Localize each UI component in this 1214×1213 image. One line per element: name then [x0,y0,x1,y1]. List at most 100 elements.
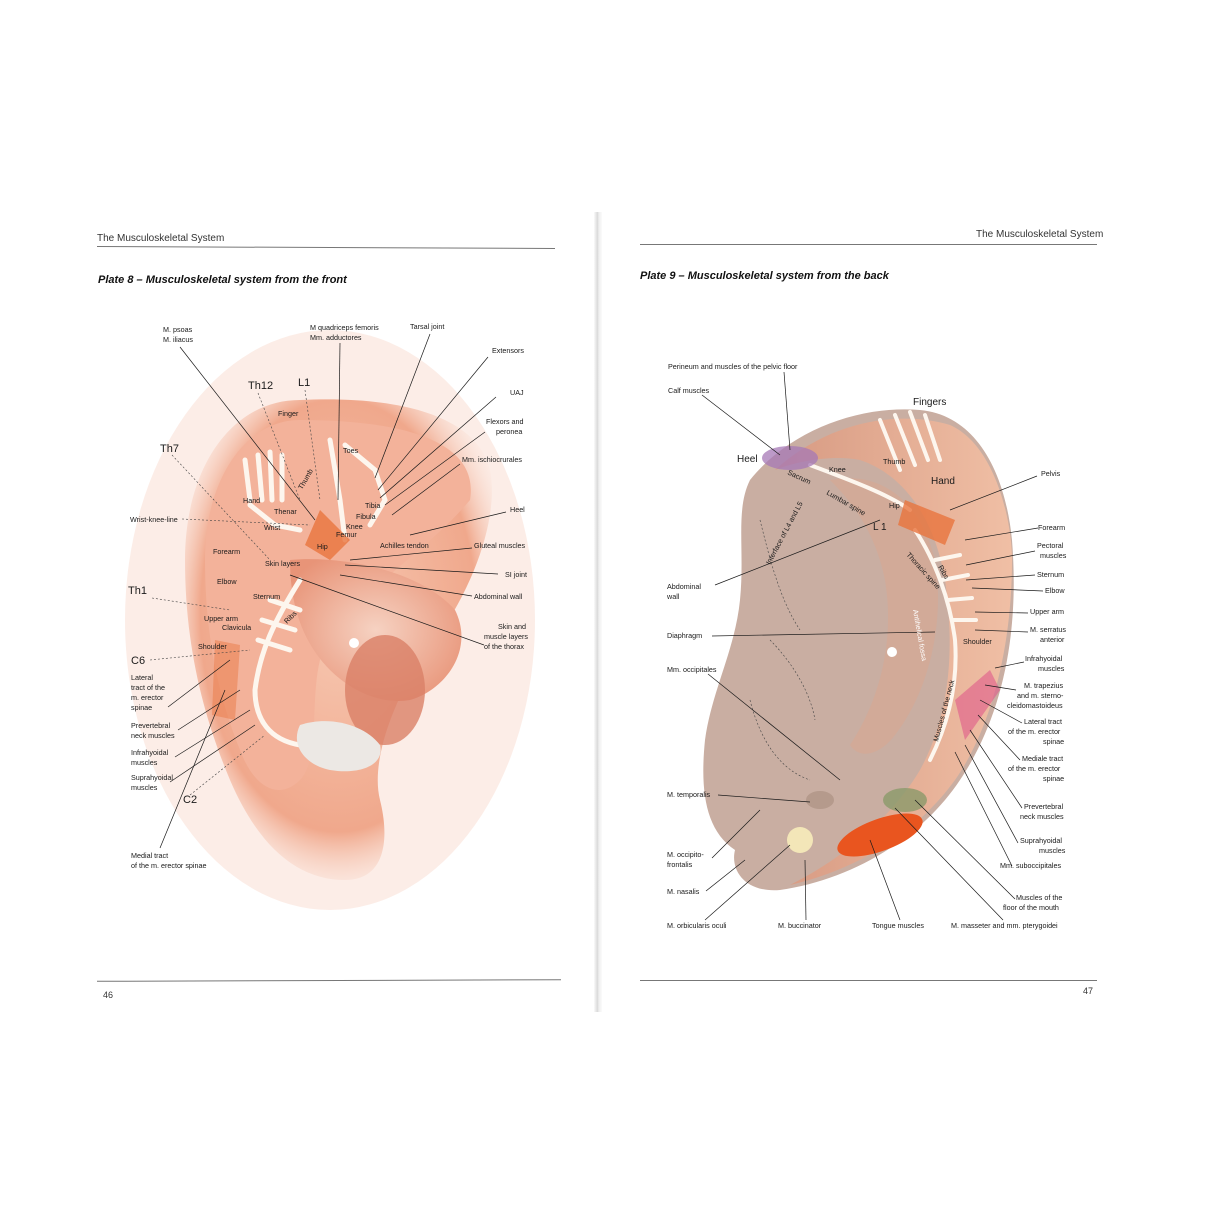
label-suprahyoidal-back-1: Suprahyoidal [1020,836,1062,845]
right-header-rule [640,244,1097,245]
buccinator-area [787,827,813,853]
label-extensors: Extensors [492,346,524,355]
label-knee-back: Knee [829,465,846,474]
label-lateral-tract-4: spinae [131,703,152,712]
label-c6: C6 [131,655,145,667]
label-skin-muscle-2: muscle layers [484,632,528,641]
label-upper-arm: Upper arm [204,614,238,623]
label-psoas: M. psoas [163,325,193,334]
label-mediale-1: Mediale tract [1022,754,1063,763]
label-lateral-back-3: spinae [1043,737,1064,746]
label-iliacus: M. iliacus [163,335,193,344]
label-hip: Hip [317,542,328,551]
label-elbow: Elbow [217,577,237,586]
label-heel: Heel [510,505,525,514]
label-masseter: M. masseter and mm. pterygoidei [951,921,1058,930]
label-pectoral-1: Pectoral [1037,541,1064,550]
label-toes: Toes [343,446,359,455]
label-c2: C2 [183,794,197,806]
label-upper-arm-back: Upper arm [1030,607,1064,616]
earlobe-skeleton-head [296,721,381,772]
label-trapezius-2: and m. sterno- [1017,691,1064,700]
label-adductores: Mm. adductores [310,333,362,342]
left-page-number: 46 [103,990,114,1000]
label-uaj: UAJ [510,388,524,397]
label-prevertebral-back-1: Prevertebral [1024,802,1064,811]
label-occipito-1: M. occipito- [667,850,704,859]
masseter-area [837,813,923,857]
label-ischiocrurales: Mm. ischiocrurales [462,455,522,464]
label-buccinator: M. buccinator [778,921,822,930]
right-running-head: The Musculoskeletal System [976,229,1104,240]
label-prevertebral-2: neck muscles [131,731,175,740]
label-suprahyoidal-back-2: muscles [1039,846,1066,855]
label-serratus-1: M. serratus [1030,625,1066,634]
label-infrahyoidal-back-2: muscles [1038,664,1065,673]
label-floor-mouth-2: floor of the mouth [1003,903,1059,912]
back-helix-rim [775,418,1012,885]
label-fibula: Fibula [356,512,376,521]
label-orbicularis: M. orbicularis oculi [667,921,727,930]
label-suprahyoidal-1: Suprahyoidal [131,773,173,782]
label-infrahyoidal-back-1: Infrahyoidal [1025,654,1063,663]
reference-point [349,638,359,648]
label-quadriceps: M quadriceps femoris [310,323,379,332]
label-lateral-tract-2: tract of the [131,683,165,692]
label-elbow-back: Elbow [1045,586,1065,595]
ear-canal [345,635,425,745]
label-skin-layers: Skin layers [265,559,301,568]
label-heel-back: Heel [737,454,758,465]
label-suprahyoidal-2: muscles [131,783,158,792]
label-thenar: Thenar [274,507,297,516]
label-clavicula: Clavicula [222,623,251,632]
label-knee: Knee [346,522,363,531]
label-sternum-back: Sternum [1037,570,1064,579]
label-nasalis: M. nasalis [667,887,700,896]
label-infrahyoidal-2: muscles [131,758,158,767]
temporalis-area [806,791,834,809]
label-shoulder: Shoulder [198,642,227,651]
label-hand: Hand [243,496,260,505]
right-leader-lines [701,371,1044,921]
muscle-area [305,510,350,560]
back-reference-point [887,647,897,657]
label-forearm: Forearm [213,547,240,556]
label-fingers: Fingers [913,397,946,408]
left-plate-title: Plate 8 – Musculoskeletal system from th… [98,274,347,286]
label-serratus-2: anterior [1040,635,1065,644]
back-ear-illustration [703,409,1014,891]
label-prevertebral-back-2: neck muscles [1020,812,1064,821]
antihelical-fossa-area [830,478,939,754]
label-suboccipitales: Mm. suboccipitales [1000,861,1062,870]
tongue-area [883,788,927,812]
label-lateral-back-1: Lateral tract [1024,717,1062,726]
book-gutter [594,212,602,1012]
label-floor-mouth-1: Muscles of the [1016,893,1062,902]
label-pectoral-2: muscles [1040,551,1067,560]
skeleton-overlay [242,437,388,748]
label-infrahyoidal-1: Infrahyoidal [131,748,169,757]
back-skeleton-overlay [808,410,978,762]
left-running-head: The Musculoskeletal System [97,233,225,244]
label-shoulder-back: Shoulder [963,637,992,646]
dashed-contours [749,519,816,781]
label-th1: Th1 [128,585,147,597]
label-wrist-knee-line: Wrist-knee-line [130,515,178,524]
label-l1: L1 [298,377,310,389]
pelvis-muscle-area [898,500,955,545]
label-temporalis: M. temporalis [667,790,711,799]
label-hand-back: Hand [931,476,955,487]
label-tibia: Tibia [365,501,380,510]
label-peronea: peronea [496,427,522,436]
label-diaphragm: Diaphragm [667,631,702,640]
label-mediale-3: spinae [1043,774,1064,783]
label-lateral-tract-3: m. erector [131,693,164,702]
right-plate-title: Plate 9 – Musculoskeletal system from th… [640,270,889,282]
neck-muscles-area [955,670,1000,740]
label-abdominal-back-1: Abdominal [667,582,701,591]
label-thumb-back: Thumb [883,457,905,466]
label-lateral-tract-1: Lateral [131,673,153,682]
label-trapezius-3: cleidomastoideus [1007,701,1063,710]
label-trapezius-1: M. trapezius [1024,681,1064,690]
right-page-number: 47 [1083,986,1094,996]
